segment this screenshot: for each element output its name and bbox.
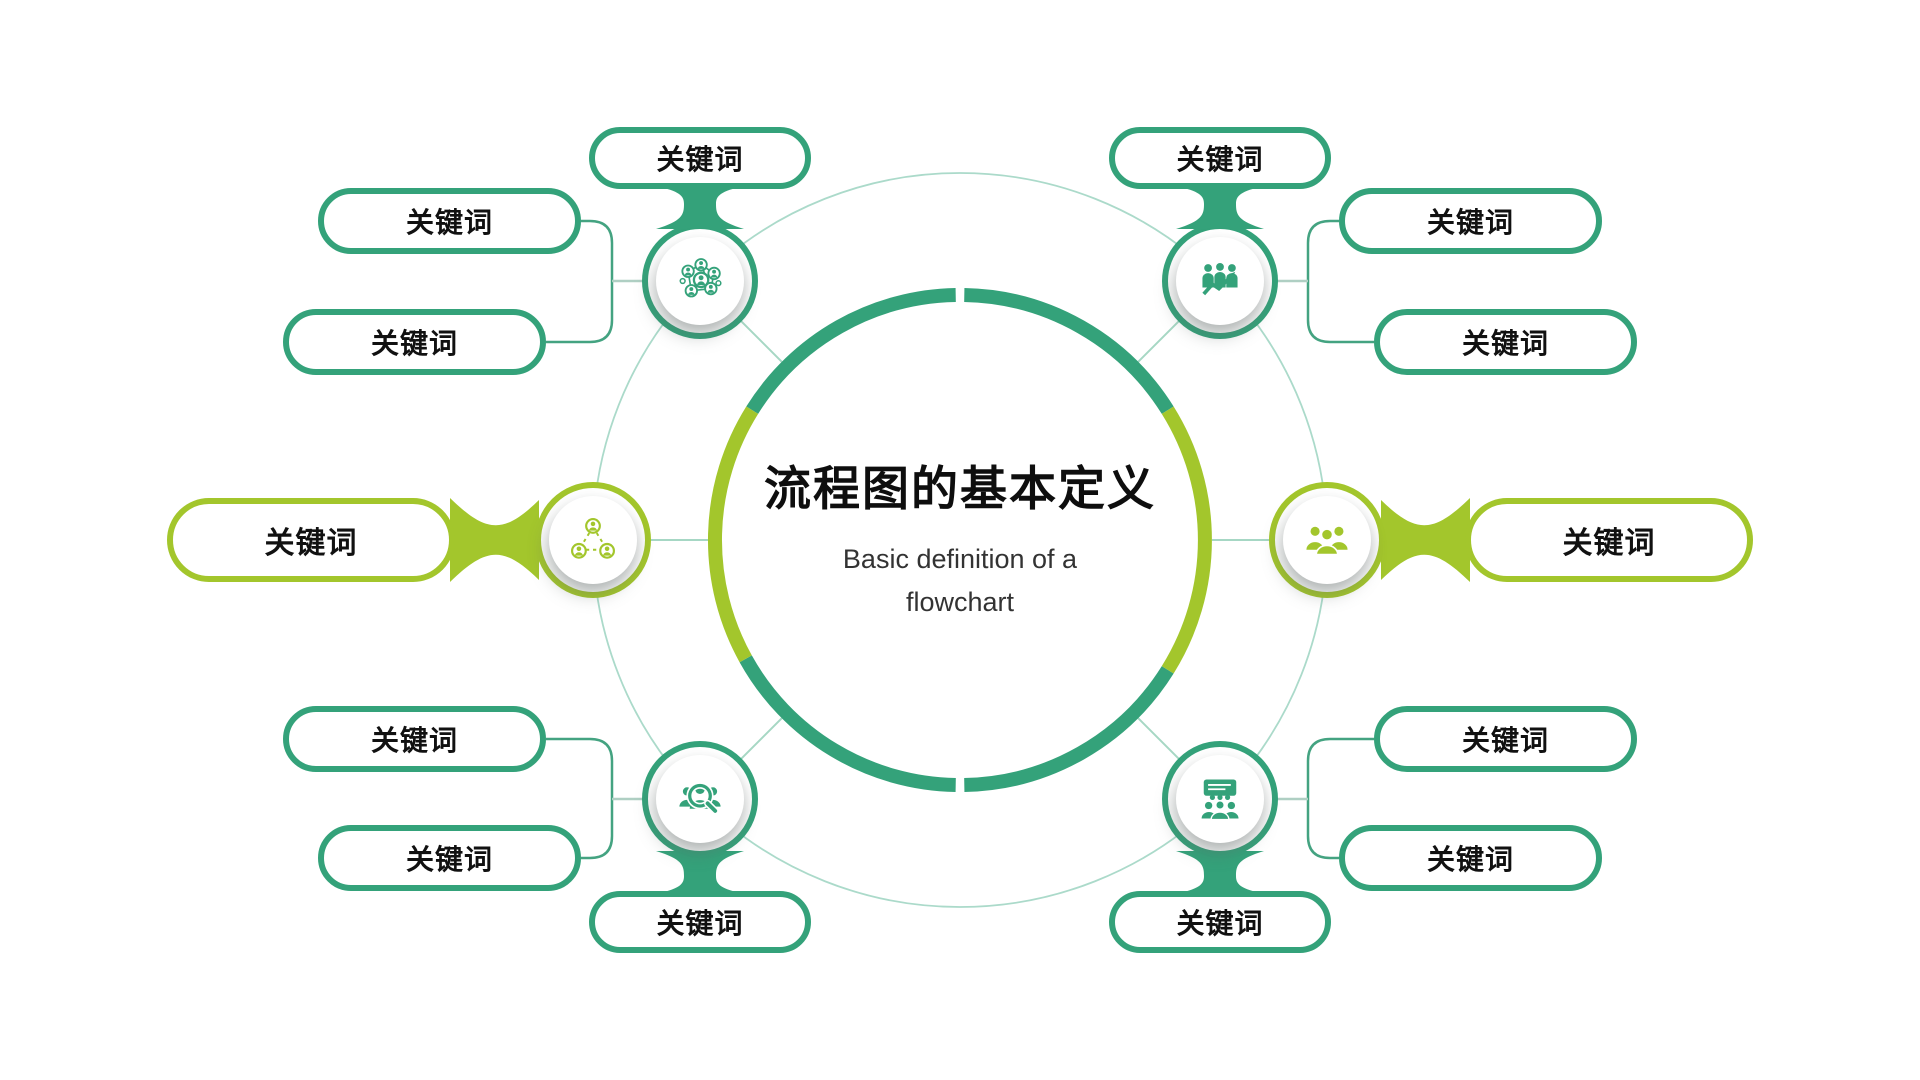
icon-disc: [1176, 755, 1264, 843]
keyword-pill-top-right-top: 关键词: [1109, 127, 1331, 189]
thick-stems: [655, 186, 1265, 894]
center-disc: [723, 303, 1197, 777]
ring-segment-teal-bottom-right: [964, 666, 1174, 792]
keyword-pill-right: 关键词: [1465, 498, 1753, 582]
pill-label: 关键词: [656, 908, 744, 939]
keyword-pill-bottom-left-side1: 关键词: [283, 706, 546, 772]
satellite-left: [535, 482, 651, 598]
pill-label: 关键词: [370, 328, 458, 359]
people-search-icon: [679, 782, 721, 815]
ring-segment-teal-top-left: [746, 288, 956, 414]
center-title: 流程图的基本定义: [764, 462, 1156, 515]
icon-disc: [656, 237, 744, 325]
keyword-pill-bottom-right-side1: 关键词: [1374, 706, 1637, 772]
keyword-pill-top-right-side2: 关键词: [1374, 309, 1637, 375]
pill-label: 关键词: [1426, 844, 1514, 875]
keyword-pill-top-left-top: 关键词: [589, 127, 811, 189]
center-subtitle-line2: flowchart: [905, 587, 1015, 618]
pill-label: 关键词: [1176, 908, 1264, 939]
pill-label: 关键词: [656, 144, 744, 175]
pill-label: 关键词: [405, 844, 493, 875]
keyword-pill-bottom-left-bottom: 关键词: [589, 891, 811, 953]
keyword-pill-top-right-side1: 关键词: [1339, 188, 1602, 254]
pill-label: 关键词: [1461, 328, 1549, 359]
pill-label: 关键词: [264, 527, 358, 560]
keyword-pill-bottom-right-side2: 关键词: [1339, 825, 1602, 891]
center-node: 流程图的基本定义 Basic definition of a flowchart: [660, 462, 1260, 624]
keyword-pill-bottom-right-bottom: 关键词: [1109, 891, 1331, 953]
team-group-icon: [1306, 526, 1348, 556]
center-ring: [708, 288, 1212, 792]
center-subtitle-line1: Basic definition of a: [842, 544, 1078, 575]
satellite-bottom-left: [642, 741, 758, 857]
people-growth-icon: [1202, 263, 1238, 296]
pill-label: 关键词: [1426, 207, 1514, 238]
satellite-right: [1269, 482, 1385, 598]
pill-label: 关键词: [1562, 527, 1656, 560]
satellite-bottom-right: [1162, 741, 1278, 857]
pill-label: 关键词: [405, 207, 493, 238]
people-network-icon: [679, 258, 722, 298]
keyword-pill-top-left-side1: 关键词: [318, 188, 581, 254]
pill-label: 关键词: [370, 725, 458, 756]
keyword-pill-left: 关键词: [167, 498, 455, 582]
icon-disc: [656, 755, 744, 843]
ring-segment-lime-right: [1161, 406, 1212, 674]
pill-label: 关键词: [1176, 144, 1264, 175]
team-structure-icon: [571, 518, 615, 559]
ring-segment-teal-top-right: [964, 288, 1174, 414]
elbow-stubs: [612, 279, 1308, 801]
thick-bowties: [450, 498, 1470, 582]
pill-label: 关键词: [1461, 725, 1549, 756]
satellite-top-left: [642, 223, 758, 339]
satellite-top-right: [1162, 223, 1278, 339]
icon-disc: [549, 496, 637, 584]
icon-disc: [1283, 496, 1371, 584]
ring-segment-teal-bottom-left: [739, 655, 956, 792]
ring-segment-lime-left: [708, 406, 759, 663]
keyword-pill-bottom-left-side2: 关键词: [318, 825, 581, 891]
keyword-pill-top-left-side2: 关键词: [283, 309, 546, 375]
center-subtitle: Basic definition of a flowchart: [660, 538, 1260, 624]
icon-disc: [1176, 237, 1264, 325]
radial-spokes: [650, 320, 1270, 760]
presentation-audience-icon: [1201, 779, 1239, 821]
